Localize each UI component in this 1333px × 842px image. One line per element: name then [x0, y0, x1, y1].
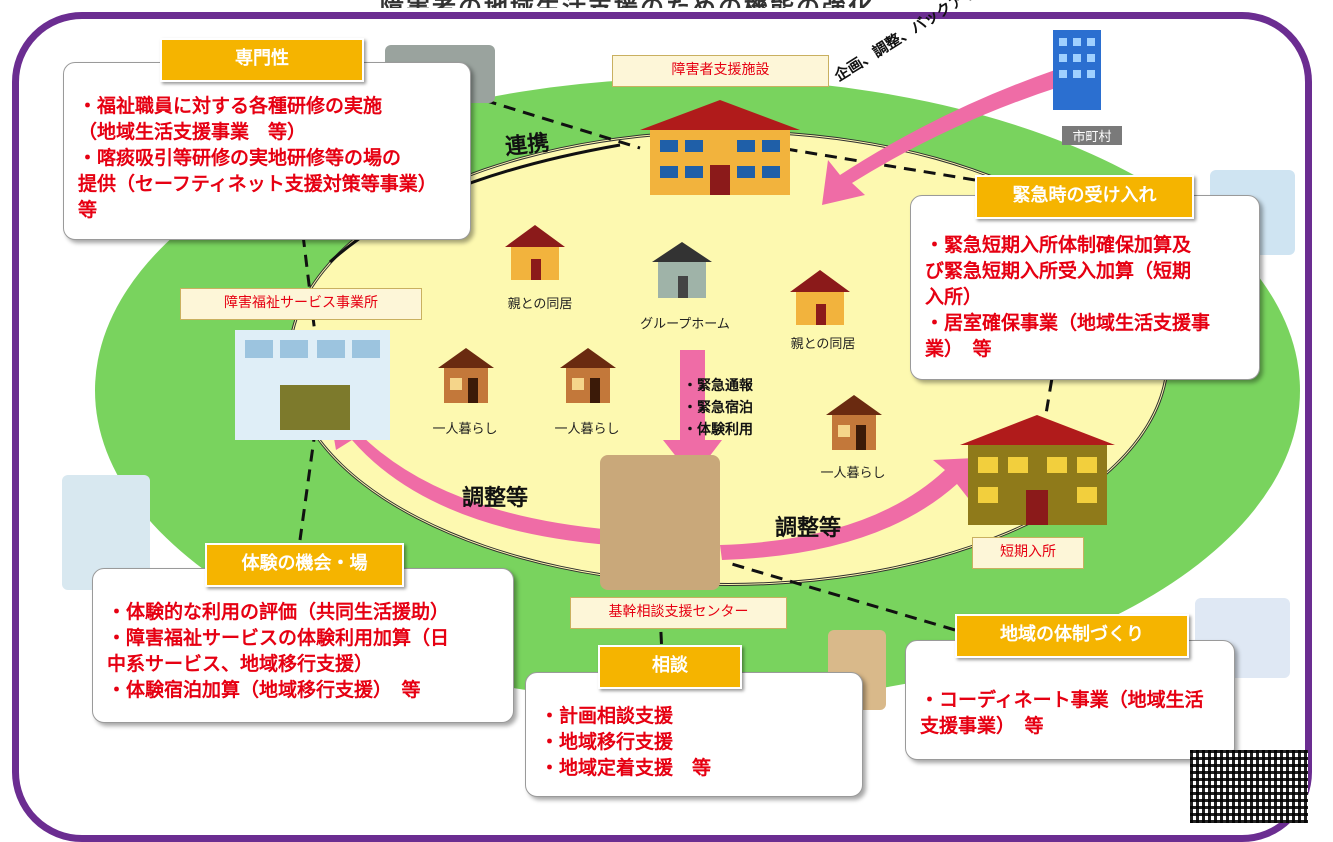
adjust-left-label: 調整等	[462, 486, 529, 511]
experience-title: 体験の機会・場	[205, 543, 404, 587]
dash-emergency-shortstay	[1038, 359, 1057, 451]
consultation-title: 相談	[598, 645, 742, 689]
alone-label-1: 一人暮らし	[432, 422, 498, 437]
service-item: ・体験利用	[683, 422, 753, 438]
arrow-down-center	[663, 350, 722, 478]
service-item: ・緊急通報	[683, 378, 753, 394]
center-label: 基幹相談支援センター	[570, 597, 787, 629]
facility-building-icon	[640, 100, 800, 195]
emergency-title: 緊急時の受け入れ	[975, 175, 1194, 219]
arrow-municipality	[822, 70, 1062, 205]
community-box: ・コーディネート事業（地域生活 支援事業） 等	[905, 640, 1235, 760]
emergency-line: 入所）	[925, 286, 983, 308]
consultation-box: ・計画相談支援 ・地域移行支援 ・地域定着支援 等	[525, 672, 863, 797]
emergency-line: ・居室確保事業（地域生活支援事	[925, 312, 1211, 334]
parents-home-label-2: 親との同居	[790, 337, 856, 352]
house-icon-parents-1	[505, 225, 565, 280]
top-caption: 障害者の地域生活支援のための機能の強化	[380, 0, 1000, 8]
alone-label-2: 一人暮らし	[554, 422, 620, 437]
expertise-line: （地域生活支援事業 等）	[78, 121, 307, 143]
house-icon-alone-1	[438, 348, 494, 403]
dash-emergency-facility	[779, 146, 976, 182]
qr-code-icon	[1190, 750, 1308, 823]
service-item: ・緊急宿泊	[683, 400, 753, 416]
expertise-line: ・喀痰吸引等研修の実地研修等の場の	[78, 147, 402, 169]
consultation-scene-icon	[600, 455, 720, 590]
renkei-label: 連携	[504, 130, 551, 161]
expertise-line: 提供（セーフティネット支援対策等事業）	[78, 173, 437, 195]
house-icon-parents-2	[790, 270, 850, 325]
emergency-line: び緊急短期入所受入加算（短期	[925, 260, 1192, 282]
group-home-label: グループホーム	[640, 317, 730, 332]
emergency-box: ・緊急短期入所体制確保加算及 び緊急短期入所受入加算（短期 入所） ・居室確保事…	[910, 195, 1260, 380]
consultation-line: ・地域定着支援 等	[540, 757, 712, 779]
consultation-line: ・計画相談支援	[540, 705, 674, 727]
office-label: 障害福祉サービス事業所	[180, 288, 422, 320]
house-icon-alone-2	[560, 348, 616, 403]
experience-line: 中系サービス、地域移行支援）	[107, 653, 374, 675]
alone-label-3: 一人暮らし	[820, 466, 886, 481]
house-icon-alone-3	[826, 395, 882, 450]
short-stay-building-icon	[960, 415, 1115, 525]
community-title: 地域の体制づくり	[955, 614, 1189, 658]
municipality-label: 市町村	[1062, 126, 1122, 145]
arrow-adjust-right	[720, 458, 975, 560]
service-list: ・緊急通報 ・緊急宿泊 ・体験利用	[683, 375, 753, 441]
emergency-line: ・緊急短期入所体制確保加算及	[925, 234, 1192, 256]
community-line: ・コーディネート事業（地域生活	[920, 689, 1204, 711]
experience-line: ・障害福祉サービスの体験利用加算（日	[107, 627, 450, 649]
experience-box: ・体験的な利用の評価（共同生活援助） ・障害福祉サービスの体験利用加算（日 中系…	[92, 568, 514, 723]
expertise-box: ・福祉職員に対する各種研修の実施 （地域生活支援事業 等） ・喀痰吸引等研修の実…	[63, 62, 471, 240]
emergency-line: 業） 等	[925, 338, 992, 360]
parents-home-label-1: 親との同居	[507, 297, 573, 312]
expertise-line: 等	[78, 199, 98, 221]
group-home-icon	[652, 240, 712, 298]
experience-line: ・体験的な利用の評価（共同生活援助）	[107, 601, 450, 623]
facility-label: 障害者支援施設	[612, 55, 829, 87]
adjust-right-label: 調整等	[775, 516, 842, 541]
experience-line: ・体験宿泊加算（地域移行支援） 等	[107, 679, 421, 701]
community-line: 支援事業） 等	[920, 715, 1044, 737]
consultation-line: ・地域移行支援	[540, 731, 674, 753]
expertise-title: 専門性	[160, 38, 364, 82]
expertise-line: ・福祉職員に対する各種研修の実施	[78, 95, 383, 117]
municipality-building-icon	[1035, 20, 1115, 120]
office-building-icon	[235, 330, 390, 440]
short-stay-label: 短期入所	[972, 537, 1084, 569]
